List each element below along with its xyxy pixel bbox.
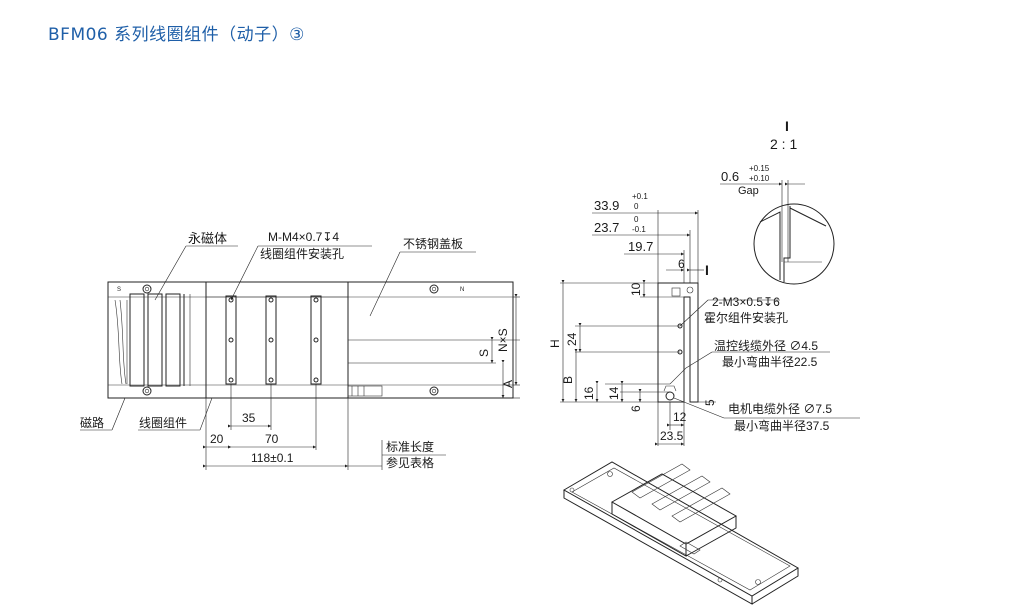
track-s-mark: S	[117, 287, 121, 293]
gap-value: 0.6	[721, 169, 739, 184]
dim-b: B	[561, 376, 575, 384]
label-std-length-2: 参见表格	[386, 455, 434, 470]
label-temp-cable-1: 温控线缆外径 ∅4.5	[714, 339, 818, 353]
dim-33-9-tol-up: +0.1	[632, 192, 648, 201]
isometric-view	[562, 461, 799, 605]
label-mount-holes-2: 线圈组件安装孔	[260, 246, 344, 261]
label-motor-cable-2: 最小弯曲半径37.5	[734, 418, 830, 433]
dim-19-7: 19.7	[628, 239, 653, 254]
dim-h: H	[548, 339, 562, 348]
dim-6-low: 6	[629, 405, 643, 412]
dim-24: 24	[565, 332, 579, 346]
dim-6-top: 6	[678, 257, 685, 271]
dim-20: 20	[210, 432, 224, 446]
dim-10: 10	[629, 282, 643, 296]
label-magnet-track: 磁路	[80, 415, 104, 430]
track-n-mark: N	[460, 287, 464, 293]
top-view: S N N×S S A 35	[80, 230, 520, 470]
dim-s: S	[477, 349, 491, 357]
label-motor-cable-1: 电机电缆外径 ∅7.5	[728, 402, 832, 416]
label-hall-holes-1: 2-M3×0.5↧6	[712, 295, 780, 309]
page-title: BFM06 系列线圈组件（动子）③	[48, 25, 305, 45]
dim-70: 70	[265, 432, 279, 446]
label-temp-cable-2: 最小弯曲半径22.5	[722, 354, 818, 369]
dim-35: 35	[242, 411, 256, 425]
dim-23-7: 23.7	[594, 220, 619, 235]
dim-33-9-tol-low: 0	[634, 202, 639, 211]
dim-14: 14	[607, 386, 621, 400]
side-view: 33.9 +0.1 0 23.7 0 -0.1 19.7 6 I 10 H 24…	[548, 192, 860, 446]
gap-tol-up: +0.15	[749, 164, 770, 173]
dim-16: 16	[582, 386, 596, 400]
detail-view: I 2 : 1 0.6 +0.15 +0.10 Gap	[720, 118, 835, 285]
gap-label: Gap	[738, 185, 759, 197]
dim-a: A	[501, 380, 515, 388]
label-mount-holes-1: M-M4×0.7↧4	[268, 230, 339, 244]
dim-118: 118±0.1	[251, 451, 294, 465]
detail-scale: 2 : 1	[770, 136, 797, 152]
label-cover: 不锈钢盖板	[403, 237, 463, 251]
dim-12: 12	[673, 410, 687, 424]
dim-23-5: 23.5	[660, 429, 684, 443]
label-hall-holes-2: 霍尔组件安装孔	[704, 310, 788, 325]
dim-23-7-tol-low: -0.1	[632, 225, 646, 234]
gap-tol-low: +0.10	[749, 174, 770, 183]
label-std-length-1: 标准长度	[386, 439, 434, 454]
section-marker: I	[705, 262, 709, 278]
dim-5: 5	[703, 399, 717, 406]
coil-body	[205, 281, 349, 399]
dim-nxs: N×S	[496, 328, 510, 352]
dim-23-7-tol-up: 0	[634, 215, 639, 224]
detail-id: I	[785, 118, 789, 134]
label-magnet: 永磁体	[188, 231, 227, 246]
dim-33-9: 33.9	[594, 198, 619, 213]
label-coil-assembly: 线圈组件	[139, 416, 187, 430]
